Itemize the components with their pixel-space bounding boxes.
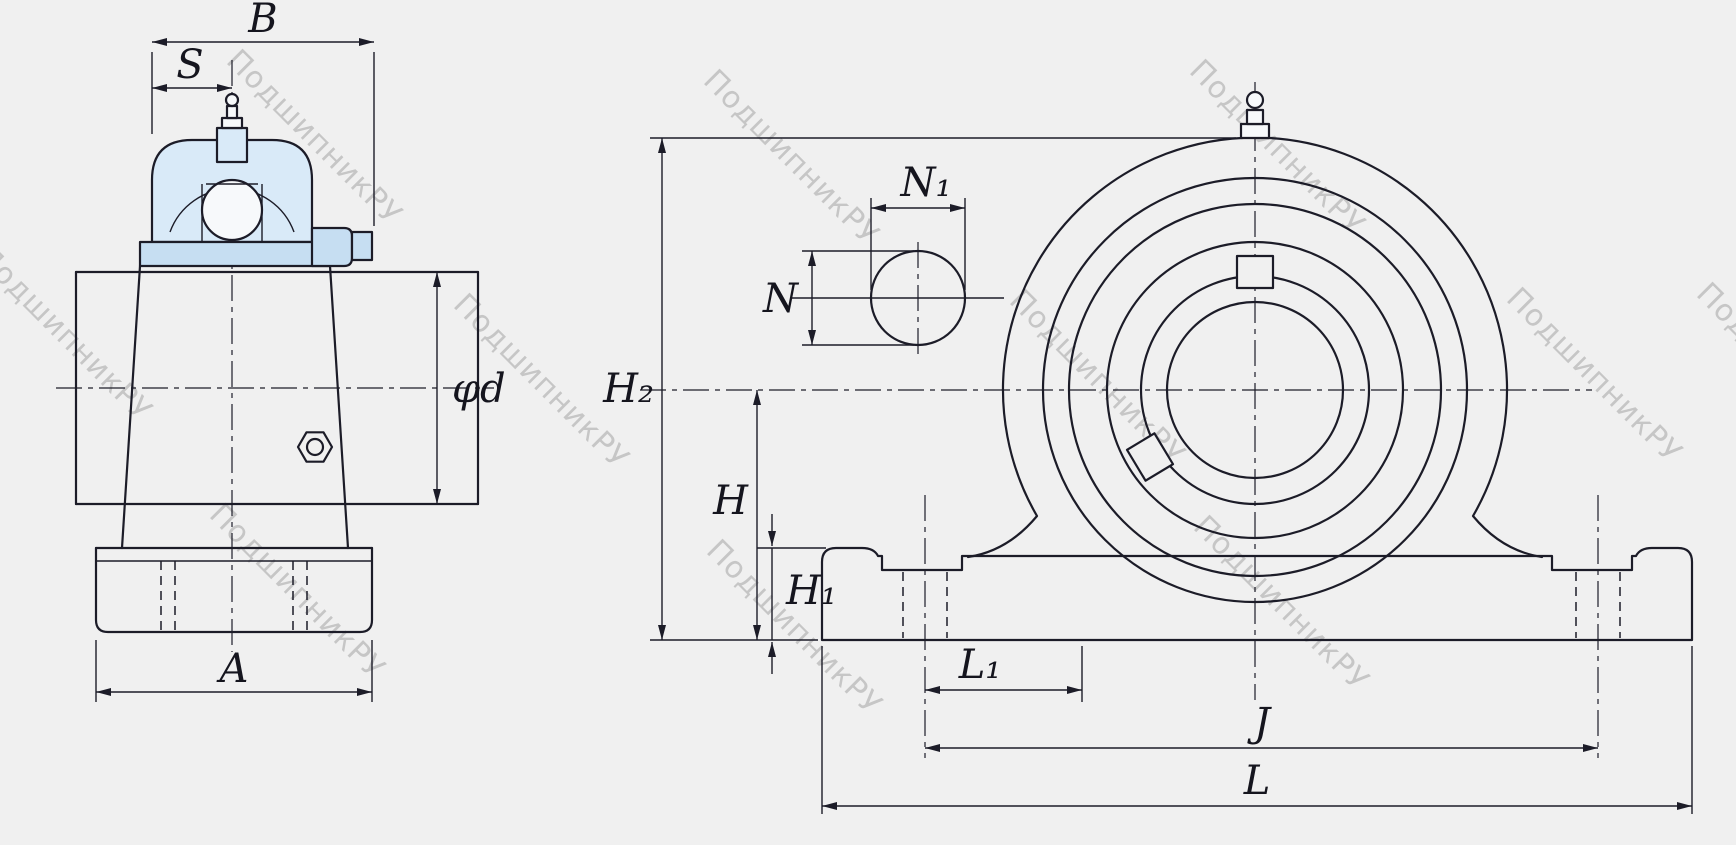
dim-label-H1: H₁: [785, 568, 837, 614]
dim-label-N1: N₁: [899, 160, 951, 206]
bore-circle: [1165, 300, 1345, 480]
dim-label-N: N: [762, 276, 800, 322]
dim-label-H: H: [712, 478, 749, 524]
base-side: [94, 546, 374, 634]
housing-body-side: [120, 264, 350, 550]
outline-line: [328, 264, 350, 550]
setscrew-angled: [1125, 432, 1175, 482]
bearing-ball: [200, 178, 264, 242]
grease-nipple-stem: [1245, 108, 1265, 126]
dim-label-L: L: [1243, 758, 1271, 804]
circle-outline: [1067, 202, 1443, 578]
circle-outline: [1105, 240, 1405, 540]
setscrew-top: [1235, 254, 1275, 290]
dimension-shaft-diameter: φd: [433, 272, 506, 504]
dimension-S: S: [152, 42, 232, 92]
base-outline: [94, 546, 374, 634]
bolt-hole-detail: [790, 242, 1004, 354]
dimension-L: L: [821, 646, 1693, 814]
dimension-N1: N₁: [870, 160, 966, 290]
bolt-hole-circle: [869, 249, 967, 347]
boss-circle: [305, 437, 325, 457]
front-view: N₁ N H₂ H H₁ L₁: [602, 82, 1694, 814]
dimension-H: H: [712, 390, 761, 640]
dim-label-S: S: [176, 42, 203, 88]
dim-label-H2: H₂: [602, 366, 654, 412]
dim-label-A: A: [216, 646, 249, 692]
grease-nipple-base: [220, 116, 244, 130]
base-front: [820, 546, 1694, 642]
setscrew-collar: [310, 226, 354, 268]
dimension-H1: H₁: [757, 514, 837, 674]
bearing-insert-side: [138, 92, 374, 268]
outline-line: [120, 264, 142, 550]
dimension-H2: H₂: [602, 137, 1236, 641]
grease-nipple-base: [1239, 122, 1271, 140]
top-setscrew: [215, 126, 249, 164]
hex-boss: [296, 431, 334, 463]
grease-nipple-front: [1239, 90, 1271, 140]
dimension-B: B: [151, 0, 375, 226]
grease-nipple-tip: [224, 92, 240, 108]
dimension-N: N: [762, 250, 914, 346]
dim-label-B: B: [247, 0, 277, 42]
dimension-A: A: [95, 640, 373, 702]
grease-nipple-stem: [225, 104, 239, 120]
shaft-outline: [74, 270, 480, 506]
dim-label-L1: L₁: [958, 642, 1002, 688]
dim-label-phi-d: φd: [452, 366, 506, 412]
insert-band: [138, 240, 332, 268]
setscrew-head: [350, 230, 374, 262]
dimension-L1: L₁: [925, 642, 1083, 702]
bearing-rings: [1041, 176, 1469, 604]
side-view: B S φd A: [56, 0, 506, 702]
grease-nipple-tip: [1245, 90, 1265, 110]
circle-outline: [1041, 176, 1469, 604]
base-outline: [820, 546, 1694, 642]
